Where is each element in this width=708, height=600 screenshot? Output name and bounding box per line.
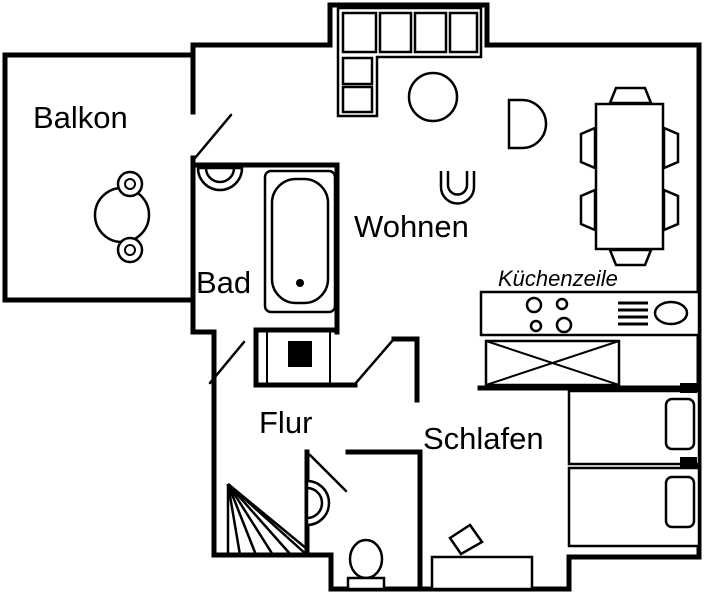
outer-wall	[190, 2, 702, 592]
toilet-icon	[346, 538, 386, 591]
desk-icon	[430, 555, 534, 591]
room-label-flur: Flur	[259, 405, 312, 440]
stairs-icon	[226, 483, 308, 556]
walls	[2, 2, 702, 592]
dining-chair-icon	[579, 126, 597, 170]
balcony-chair-icon	[116, 170, 144, 198]
coffee-table-icon	[407, 71, 459, 123]
room-labels: Balkon Bad Wohnen Küchenzeile Flur Schla…	[33, 100, 618, 456]
wc-sink-icon	[305, 479, 331, 527]
balcony-door-swing-icon	[193, 113, 233, 160]
wardrobe-icon	[484, 339, 621, 387]
bedroom-furniture	[430, 383, 701, 591]
desk-chair-icon	[448, 523, 484, 556]
side-chair-icon	[439, 171, 476, 205]
washbasin-icon	[196, 166, 244, 192]
pillow-icon	[664, 397, 696, 451]
living-furniture	[336, 6, 680, 267]
dining-chair-icon	[579, 188, 597, 232]
bad-door-swing-icon	[208, 340, 246, 385]
dining-chair-icon	[662, 126, 680, 170]
doors	[193, 113, 395, 493]
room-label-bad: Bad	[196, 265, 251, 300]
bed-headboard-icon	[680, 457, 697, 467]
balcony-table-icon	[93, 186, 151, 244]
balcony-wall	[2, 52, 196, 303]
kitchen-sink-icon	[653, 300, 689, 326]
bathroom-furniture	[196, 166, 337, 314]
wc-door-swing-icon	[308, 453, 348, 493]
room-label-wohnen: Wohnen	[354, 209, 469, 244]
balcony-chair-icon	[116, 236, 144, 264]
room-label-kuechenzeile: Küchenzeile	[498, 266, 618, 291]
kitchen-counter-icon	[479, 290, 701, 337]
cooktop-icon	[525, 296, 573, 334]
room-label-schlafen: Schlafen	[423, 421, 544, 456]
dish-rack-icon	[618, 301, 648, 326]
balcony-furniture	[93, 170, 151, 264]
bed-headboard-icon	[680, 383, 697, 393]
pillow-icon	[664, 475, 696, 529]
wc-furniture	[305, 479, 386, 591]
bathtub-icon	[263, 169, 337, 314]
dining-chair-icon	[608, 248, 653, 267]
dining-chair-icon	[662, 188, 680, 232]
dining-table-icon	[594, 102, 665, 251]
shaft	[288, 341, 312, 367]
kitchen	[479, 290, 701, 387]
wohnen-door-swing-icon	[353, 338, 395, 386]
room-label-balkon: Balkon	[33, 100, 128, 135]
dining-chair-icon	[608, 86, 653, 105]
dining-set	[579, 86, 680, 267]
sofa-icon	[336, 6, 483, 118]
armchair-icon	[507, 98, 548, 150]
